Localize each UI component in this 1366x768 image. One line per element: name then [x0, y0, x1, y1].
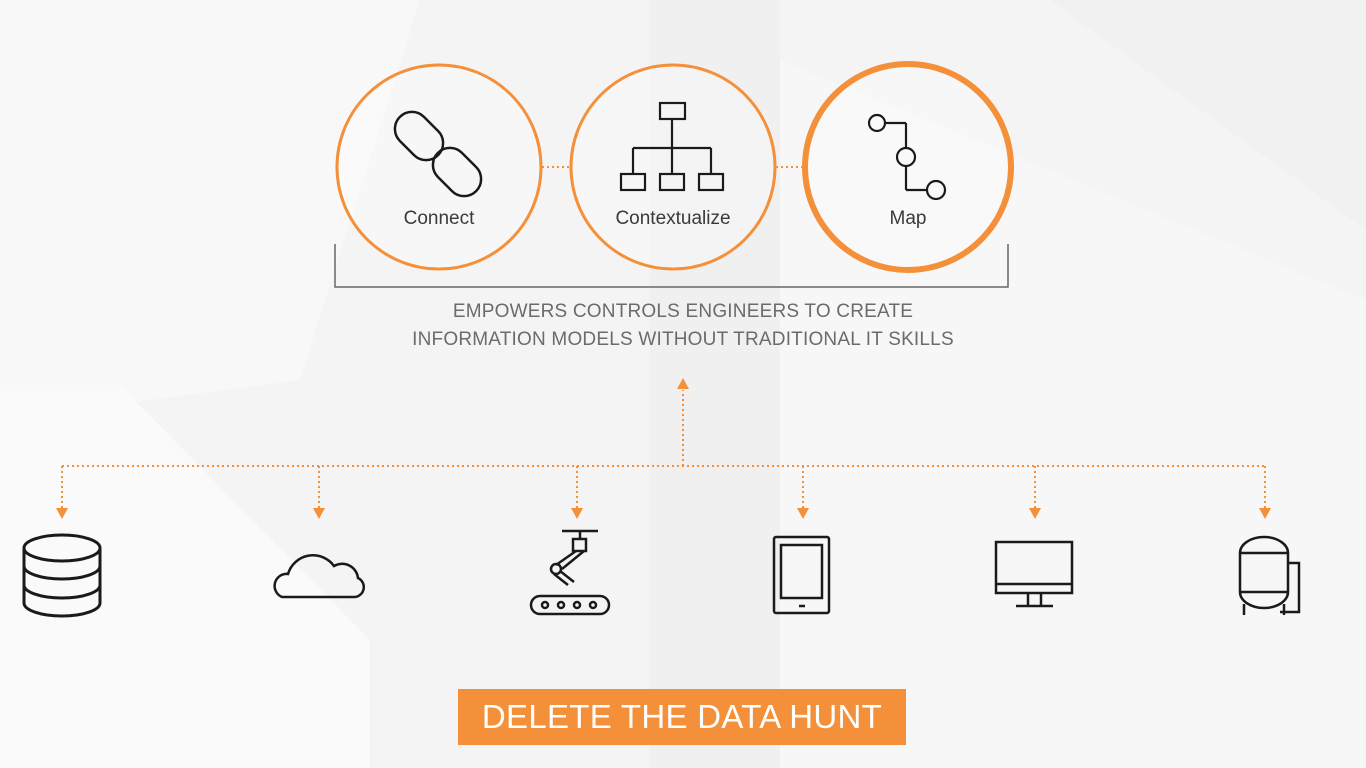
tagline-line-2: INFORMATION MODELS WITHOUT TRADITIONAL I…	[412, 329, 954, 350]
tagline-line-1: EMPOWERS CONTROLS ENGINEERS TO CREATE	[452, 301, 914, 322]
monitor-icon	[994, 540, 1074, 608]
step-label-contextualize: Contextualize	[615, 208, 731, 229]
database-icon	[22, 533, 102, 618]
chain-link-icon	[393, 110, 483, 198]
node-path-icon	[867, 113, 947, 201]
down-arrows	[61, 466, 1266, 508]
arrow-up-head	[677, 378, 689, 389]
down-arrow-heads	[56, 508, 1271, 519]
cta-banner: DELETE THE DATA HUNT	[458, 689, 906, 745]
tank-vessel-icon	[1238, 535, 1301, 615]
robot-arm-conveyor-icon	[529, 529, 611, 616]
step-label-map: Map	[889, 208, 927, 229]
step-circle-map	[802, 61, 1014, 273]
tablet-icon	[772, 535, 831, 615]
step-label-connect: Connect	[403, 208, 475, 229]
step-circle-connect	[335, 63, 543, 271]
hierarchy-icon	[619, 101, 725, 192]
cloud-icon	[273, 554, 365, 599]
bracket	[334, 244, 1009, 288]
